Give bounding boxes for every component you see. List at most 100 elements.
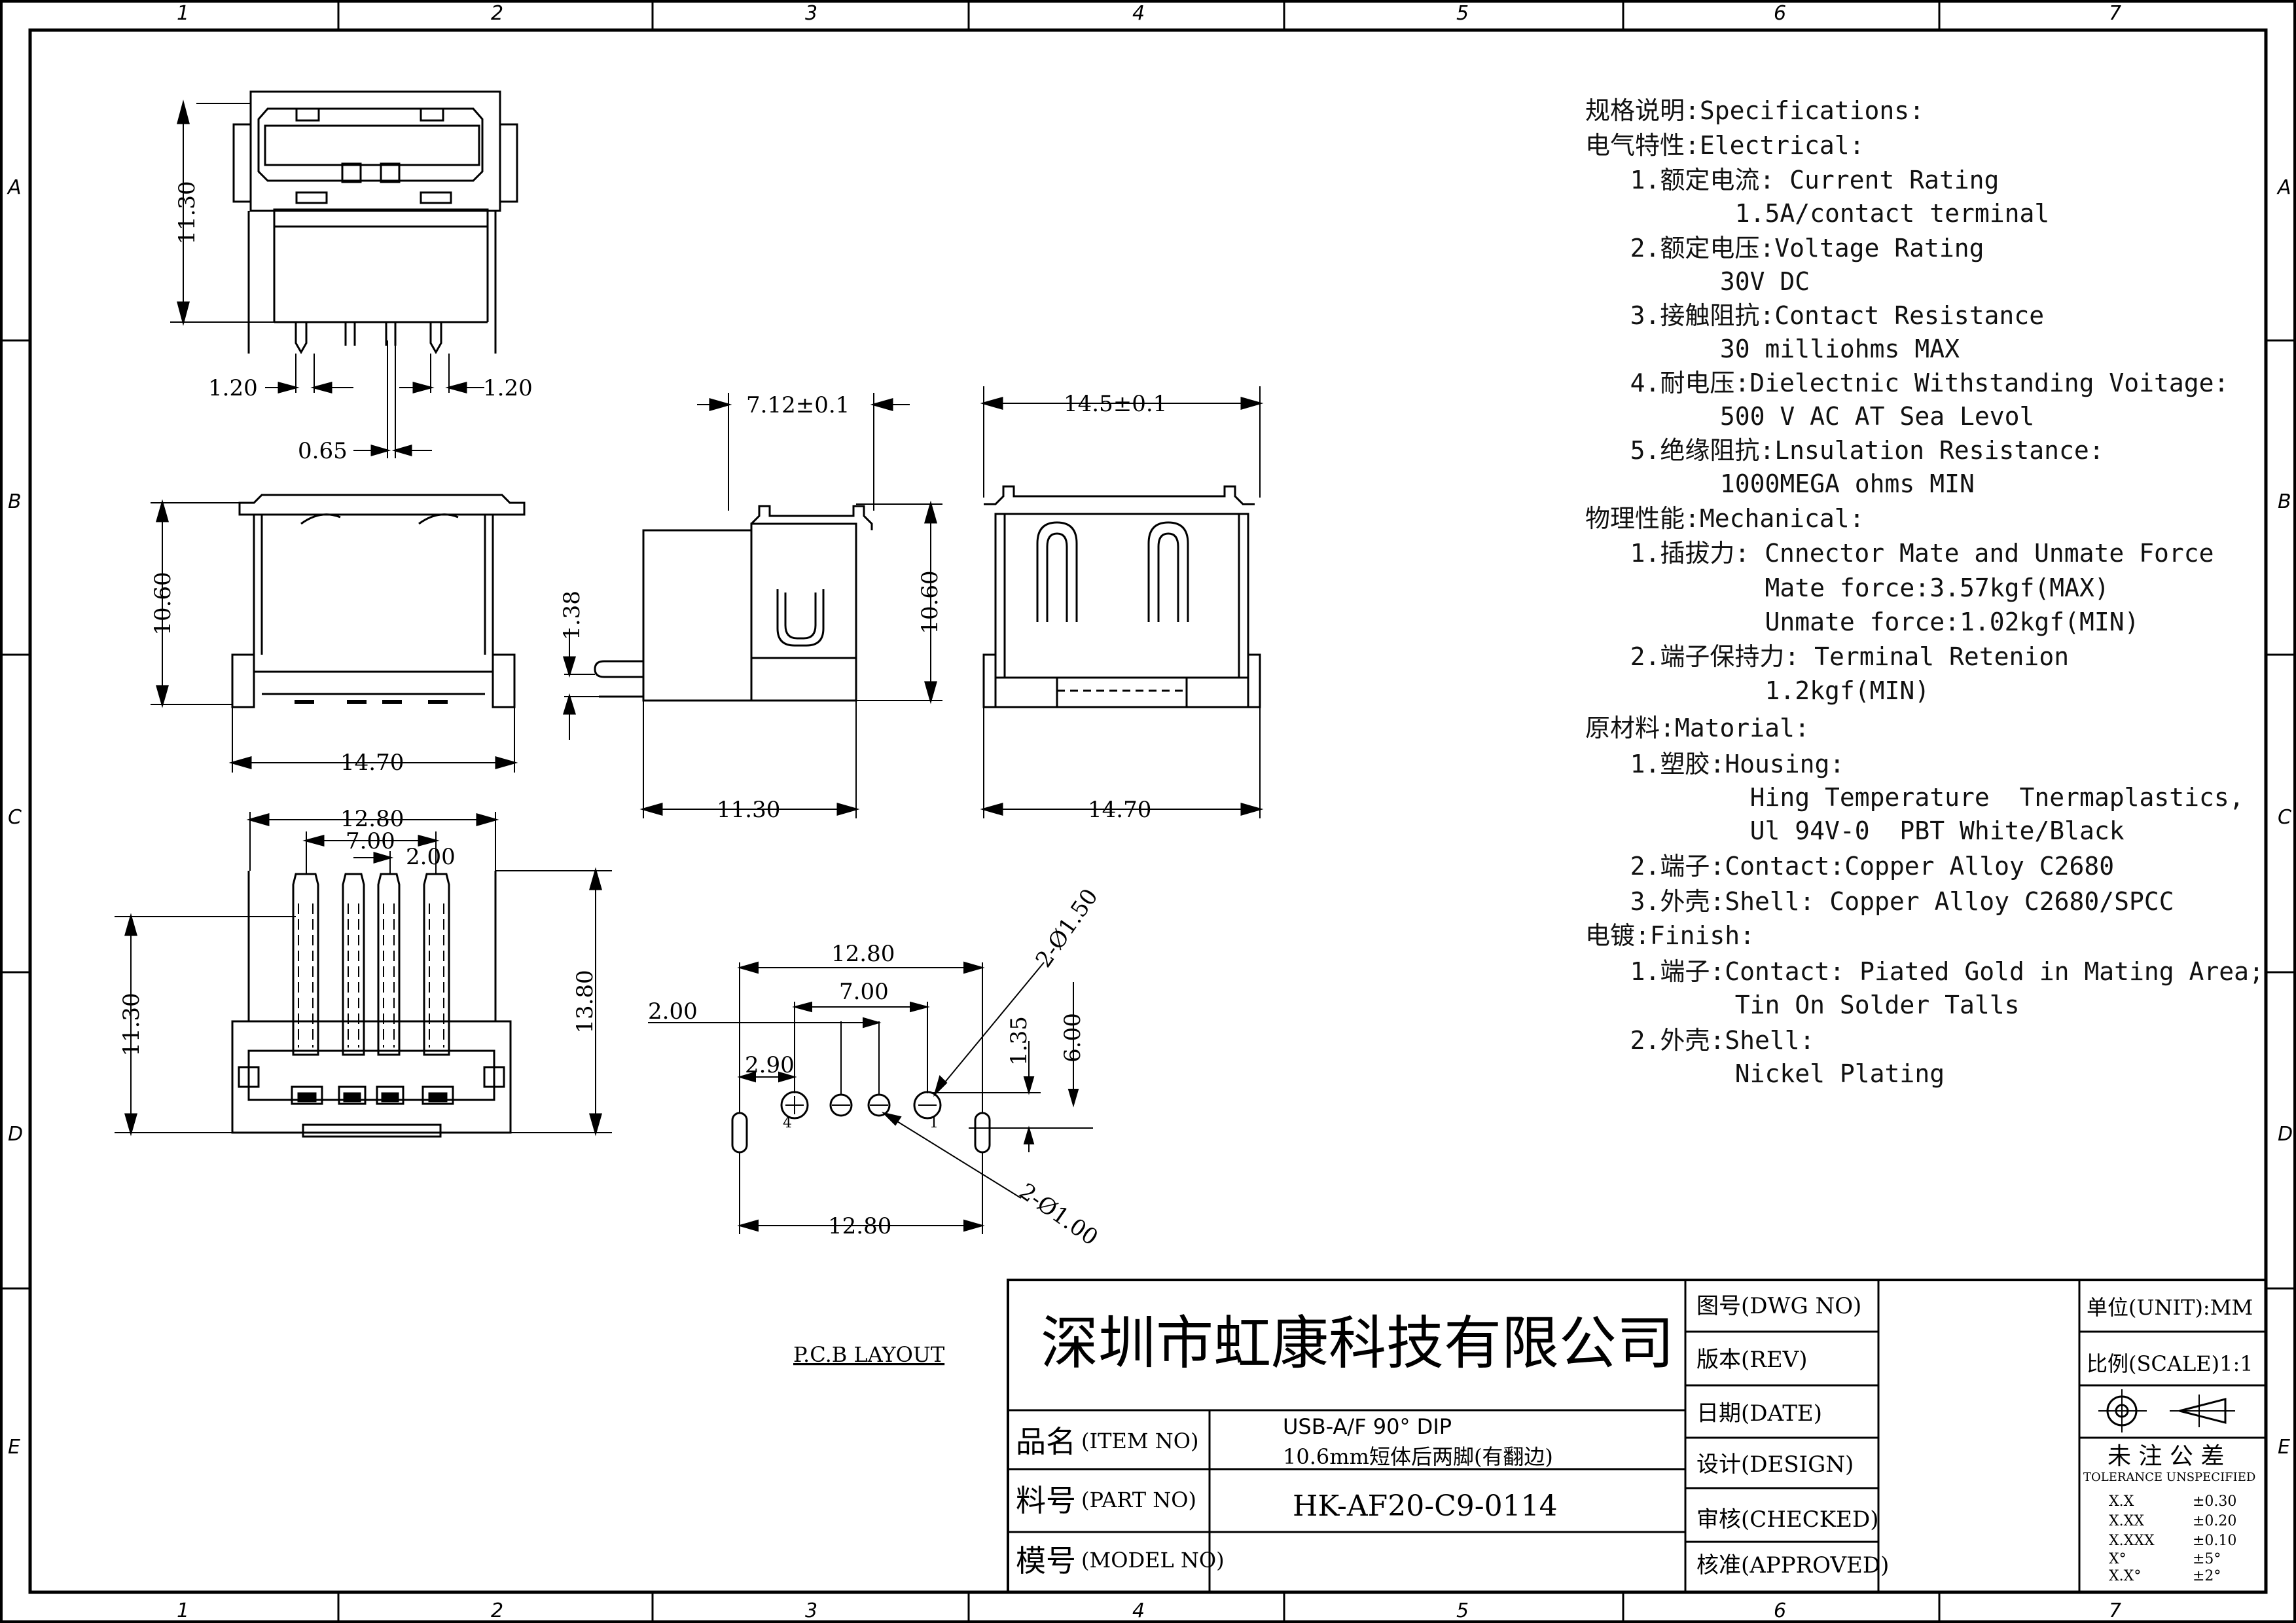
dim-pcb-inner: 7.00 <box>839 979 889 1005</box>
zone-col: 3 <box>805 1599 817 1622</box>
title-block-lines <box>1007 1279 2267 1594</box>
zone-row: B <box>8 490 22 513</box>
spec-line: 2.额定电压:Voltage Rating <box>1585 234 1984 263</box>
item-label-en: (ITEM NO) <box>1081 1429 1198 1453</box>
zone-col: 6 <box>1774 1599 1786 1622</box>
front-view <box>170 90 518 458</box>
approved-label: 核准(APPROVED) <box>1696 1552 1889 1578</box>
spec-line: 1.额定电流: Current Rating <box>1585 166 2000 194</box>
spec-line: 4.耐电压:Dielectnic Withstanding Voitage: <box>1585 369 2229 397</box>
model-label: 模号 <box>1016 1543 1076 1578</box>
spec-line: 电镀:Finish: <box>1585 921 1755 950</box>
design-label: 设计(DESIGN) <box>1696 1451 1854 1478</box>
spec-line: 3.外壳:Shell: Copper Alloy C2680/SPCC <box>1585 887 2174 916</box>
zone-col: 1 <box>177 1599 189 1622</box>
spec-line: 电气特性:Electrical: <box>1585 131 1865 160</box>
zone-col: 2 <box>491 1599 503 1622</box>
tolerance-subtitle: TOLERANCE UNSPECIFIED <box>2083 1470 2255 1484</box>
unit-label: 单位(UNIT):MM <box>2087 1295 2253 1320</box>
tol-value: ±2° <box>2193 1568 2221 1584</box>
zone-col: 1 <box>177 2 189 25</box>
dim-pcb-width: 12.80 <box>831 941 895 967</box>
dim-bottom-pitch: 2.00 <box>406 844 456 870</box>
zone-col: 6 <box>1774 2 1786 25</box>
dim-hole-small: 2-Ø1.00 <box>1014 1178 1103 1251</box>
dim-pcb-290: 2.90 <box>745 1052 795 1078</box>
part-number: HK-AF20-C9-0114 <box>1293 1489 1558 1523</box>
dim-pin-gap: 0.65 <box>298 438 348 464</box>
dim-bottom-height: 11.30 <box>118 993 145 1056</box>
spec-line: 1.塑胶:Housing: <box>1585 750 1845 778</box>
item-label: 品名 <box>1016 1424 1076 1459</box>
zone-row: E <box>2278 1436 2290 1459</box>
dim-bottom-total: 13.80 <box>572 970 598 1033</box>
zone-row: D <box>8 1123 23 1146</box>
zone-col: 7 <box>2109 2 2121 25</box>
bottom-view <box>115 812 612 1138</box>
tol-value: ±0.10 <box>2193 1533 2236 1549</box>
spec-line: Hing Temperature Tnermaplastics, <box>1585 783 2244 812</box>
date-label: 日期(DATE) <box>1696 1400 1822 1427</box>
tolerance-table: X.X ±0.30 X.XX ±0.20 X.XXX ±0.10 X° ±5° … <box>2109 1493 2236 1584</box>
dim-side-height: 10.60 <box>150 572 176 635</box>
tolerance-title: 未 注 公 差 <box>2108 1443 2224 1470</box>
zone-col: 7 <box>2109 1599 2121 1622</box>
spec-line: 2.端子保持力: Terminal Retenion <box>1585 642 2070 671</box>
spec-line: 5.绝缘阻抗:Lnsulation Resistance: <box>1585 436 2104 465</box>
zone-row: E <box>8 1436 20 1459</box>
pcb-layout-label: P.C.B LAYOUT <box>793 1342 945 1367</box>
dwg-label: 图号(DWG NO) <box>1696 1293 1861 1319</box>
part-label: 料号 <box>1016 1483 1076 1518</box>
zone-col: 4 <box>1132 1599 1145 1622</box>
spec-line: Mate force:3.57kgf(MAX) <box>1585 574 2109 602</box>
zone-row: C <box>2278 806 2291 829</box>
zone-col: 4 <box>1132 2 1145 25</box>
projection-symbol-icon <box>2098 1389 2235 1432</box>
spec-line: 1.2kgf(MIN) <box>1585 676 1930 705</box>
spec-line: 2.外壳:Shell: <box>1585 1026 1815 1055</box>
rear-view <box>980 386 1264 818</box>
spec-line: 1.插拔力: Cnnector Mate and Unmate Force <box>1585 539 2214 568</box>
pins <box>291 873 454 1105</box>
zone-col: 3 <box>805 2 817 25</box>
title-block-text: 深圳市虹康科技有限公司 品名 (ITEM NO) USB-A/F 90° DIP… <box>1016 1293 2255 1584</box>
zone-row: A <box>7 176 22 199</box>
spec-line: Nickel Plating <box>1585 1059 1945 1088</box>
dim-side-pin: 1.38 <box>559 591 585 640</box>
zone-labels: 1 2 3 4 5 6 7 1 2 3 4 5 6 7 A B C D E A … <box>7 2 2293 1622</box>
zone-col: 5 <box>1456 1599 1469 1622</box>
model-label-en: (MODEL NO) <box>1081 1548 1225 1573</box>
item-value-1: USB-A/F 90° DIP <box>1283 1414 1452 1439</box>
spec-line: 物理性能:Mechanical: <box>1585 504 1865 533</box>
dim-rear-top: 14.5±0.1 <box>1064 391 1167 417</box>
dim-pin-width-left: 1.20 <box>208 375 258 401</box>
pcb-layout <box>648 961 1093 1234</box>
checked-label: 审核(CHECKED) <box>1696 1506 1879 1533</box>
dim-body-width: 14.70 <box>340 750 404 776</box>
spec-line: Ul 94V-0 PBT White/Black <box>1585 816 2125 845</box>
dim-pcb-600: 6.00 <box>1060 1013 1086 1063</box>
tol-key: X° <box>2109 1551 2126 1567</box>
side-view-left <box>151 494 526 773</box>
item-value-2: 10.6mm短体后两脚(有翻边) <box>1283 1444 1553 1469</box>
spec-line: Unmate force:1.02kgf(MIN) <box>1585 608 2140 636</box>
zone-col: 5 <box>1456 2 1469 25</box>
dim-hole-large: 2-Ø1.50 <box>1031 884 1103 972</box>
zone-col: 2 <box>491 2 503 25</box>
tol-value: ±0.30 <box>2193 1493 2236 1510</box>
tol-key: X.XXX <box>2109 1533 2155 1549</box>
spec-line: 1000MEGA ohms MIN <box>1585 469 1975 498</box>
zone-row: A <box>2276 176 2291 199</box>
zone-row: B <box>2278 490 2291 513</box>
dim-pcb-135: 1.35 <box>1006 1016 1032 1066</box>
spec-line: 30 milliohms MAX <box>1585 335 1960 363</box>
dim-side-length: 11.30 <box>717 797 780 823</box>
spec-line: 规格说明:Specifications: <box>1585 96 1925 125</box>
zone-row: C <box>8 806 22 829</box>
tol-key: X.XX <box>2109 1513 2144 1529</box>
part-label-en: (PART NO) <box>1081 1487 1196 1512</box>
dim-bottom-width: 12.80 <box>340 806 404 832</box>
